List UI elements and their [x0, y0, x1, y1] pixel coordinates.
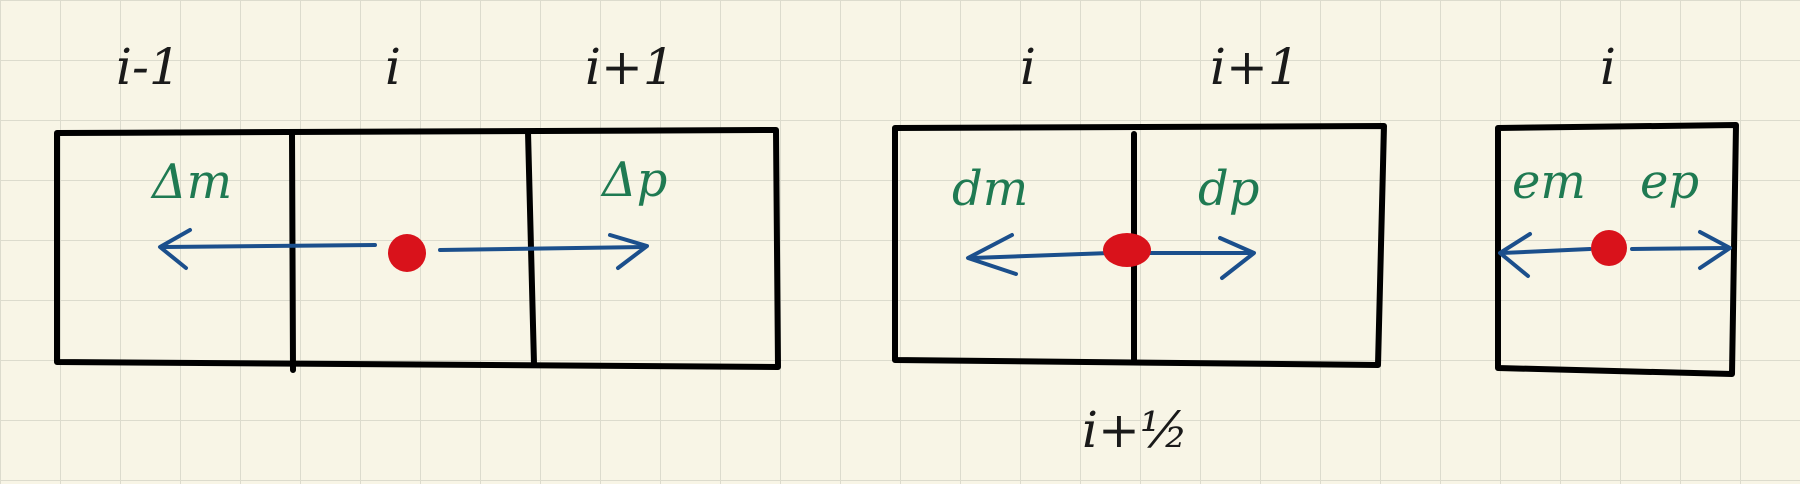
- interface-label-i-plus-half: i+½: [1082, 401, 1189, 459]
- index-label-i-minus-1: i-1: [116, 38, 181, 96]
- arrow-left-delta-m: [163, 243, 377, 249]
- arrowhead-left-em: [1498, 232, 1532, 278]
- index-label-i: i: [385, 38, 401, 96]
- arrow-left-dm: [970, 251, 1112, 260]
- point-single: [1591, 230, 1627, 266]
- label-delta-m: Δm: [152, 154, 233, 210]
- panel-single-cells: [1495, 122, 1739, 377]
- label-em: em: [1512, 154, 1586, 210]
- index-label-i-plus-1: i+1: [585, 38, 675, 96]
- panel-single-outline: [1495, 122, 1739, 377]
- panel-centered-arrows: [158, 228, 649, 270]
- panel-interface-outline: [892, 123, 1387, 368]
- panel-interface-arrows: [966, 233, 1256, 280]
- panel-centered-outline: [54, 127, 781, 370]
- index-label-i-plus-1: i+1: [1210, 38, 1300, 96]
- arrowhead-left-dm: [966, 233, 1018, 276]
- label-dm: dm: [952, 161, 1029, 217]
- arrowhead-right-dp: [1218, 236, 1256, 280]
- index-label-i: i: [1600, 38, 1616, 96]
- point-centered: [388, 234, 426, 272]
- arrowhead-right-ep: [1698, 230, 1732, 270]
- arrowhead-right-delta-p: [608, 233, 649, 270]
- arrowhead-left-delta-m: [158, 228, 192, 270]
- point-interface: [1103, 233, 1151, 267]
- arrow-left-em: [1500, 247, 1592, 255]
- arrow-right-delta-p: [438, 245, 647, 252]
- label-delta-p: Δp: [602, 152, 668, 208]
- panel-centered-divider-1: [289, 130, 296, 373]
- label-ep: ep: [1640, 154, 1700, 210]
- label-dp: dp: [1198, 161, 1260, 217]
- panel-single-arrows: [1498, 230, 1732, 278]
- index-label-i: i: [1020, 38, 1036, 96]
- arrow-right-ep: [1630, 246, 1730, 251]
